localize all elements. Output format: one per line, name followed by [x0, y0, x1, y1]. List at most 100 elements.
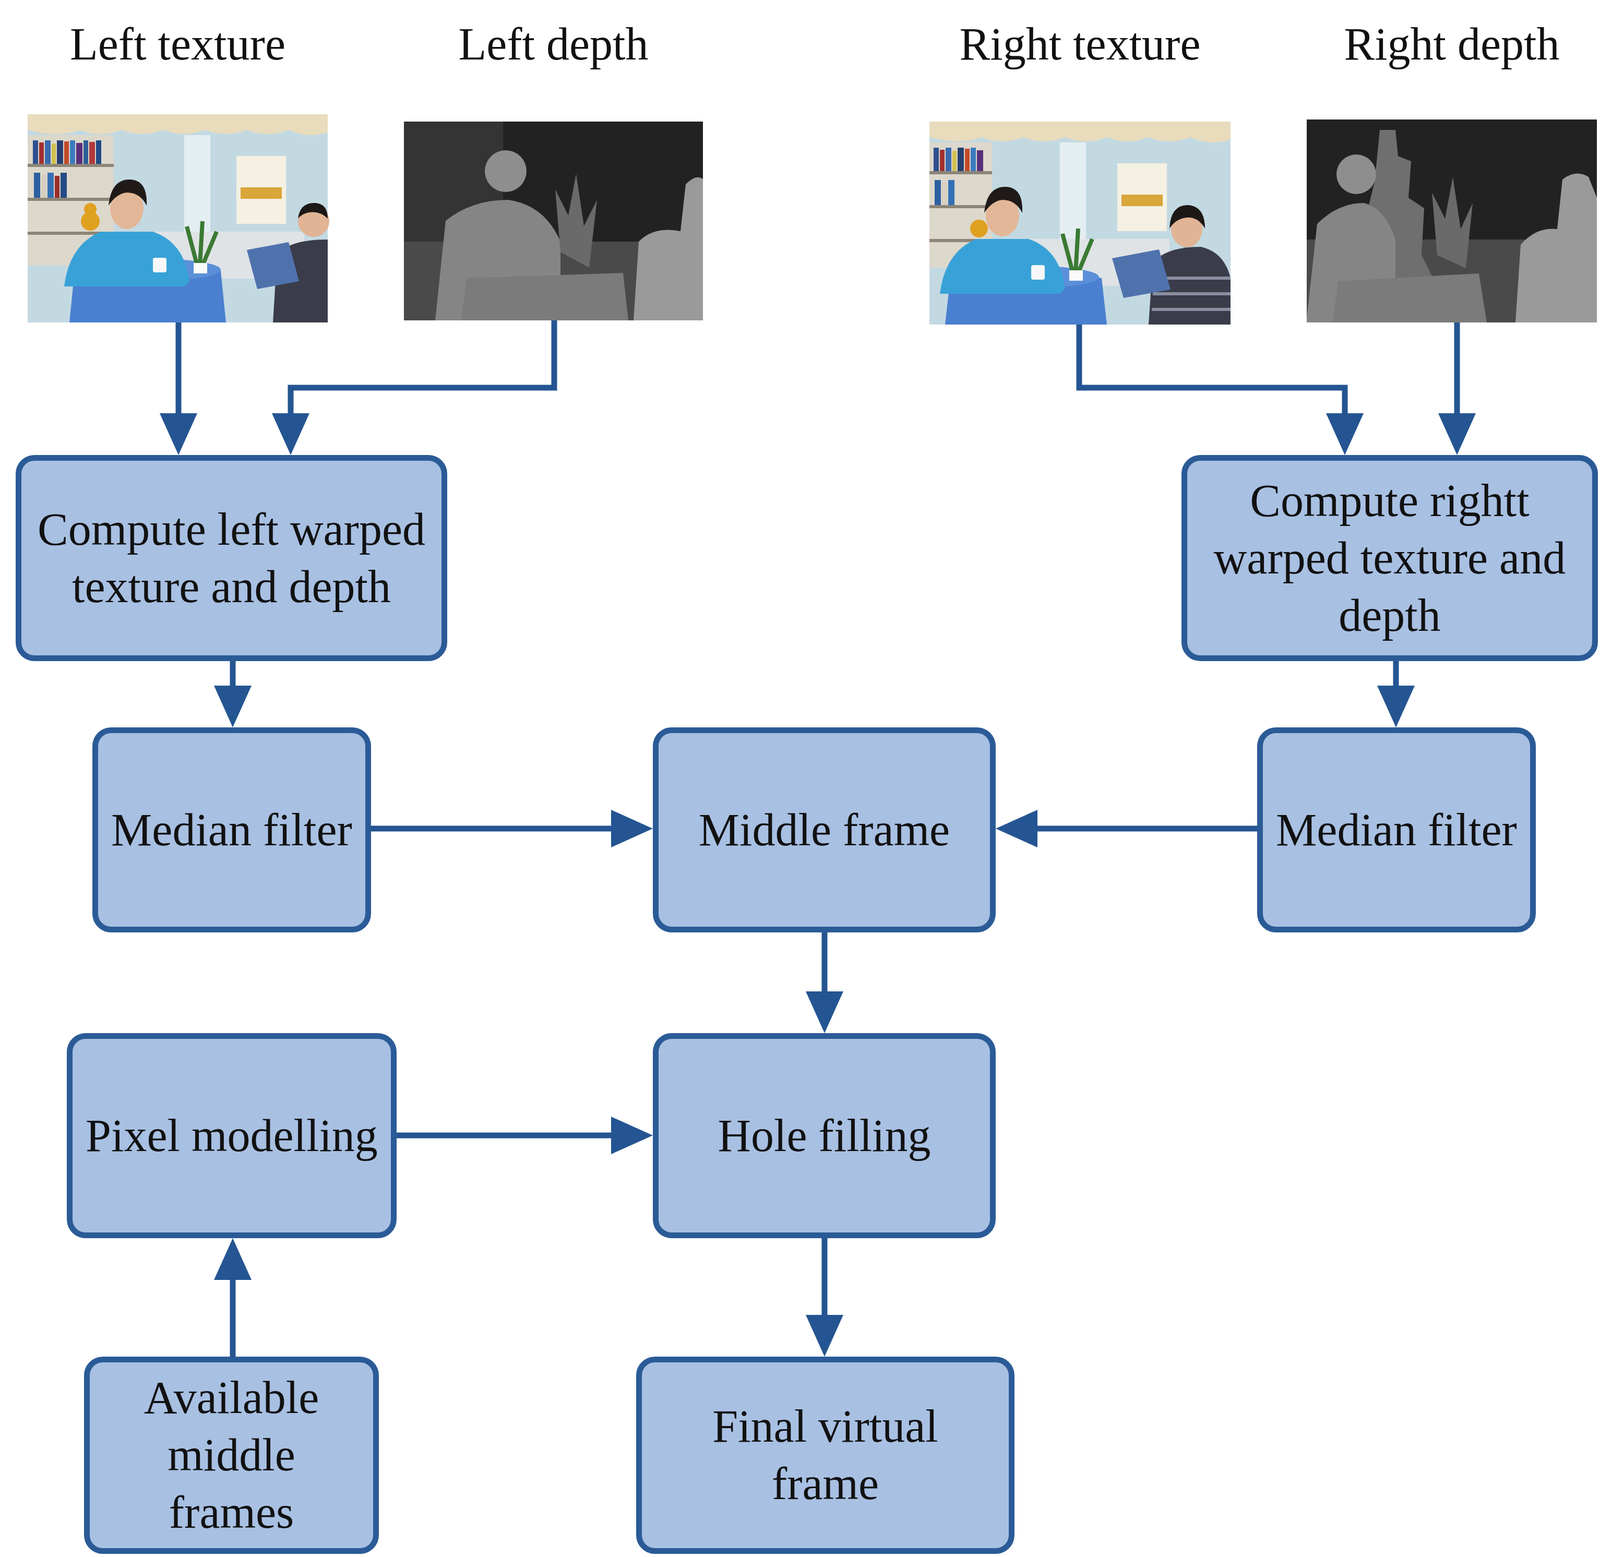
- arrow-connector: [1079, 324, 1345, 424]
- depth-map: [461, 272, 629, 321]
- image-caption: Left depth: [458, 15, 649, 74]
- depth-map: [1336, 154, 1377, 195]
- texture-photo: [957, 147, 964, 172]
- texture-photo: [33, 172, 41, 198]
- texture-photo: [1069, 270, 1083, 281]
- texture-photo: [1062, 228, 1093, 273]
- process-box: Pixel modelling: [66, 1033, 397, 1239]
- depth-map: [1306, 119, 1597, 323]
- depth-map: [403, 121, 703, 321]
- texture-photo: [939, 239, 1066, 294]
- arrow-connector: [821, 932, 828, 1002]
- image-panel: Right texture: [929, 15, 1231, 325]
- arrow-connector: [230, 661, 236, 697]
- texture-photo: [27, 197, 114, 201]
- box-label: Median filter: [111, 801, 353, 859]
- arrow-connector: [1027, 826, 1258, 832]
- texture-photo: [929, 205, 993, 209]
- texture-photo: [964, 148, 970, 172]
- texture-photo: [108, 179, 147, 206]
- texture-photo: [246, 242, 300, 290]
- box-label: Hole filling: [717, 1107, 931, 1165]
- texture-photo: [60, 172, 67, 198]
- arrow-connector: [230, 1269, 236, 1357]
- texture-photo: [47, 172, 54, 198]
- box-label: Median filter: [1275, 801, 1518, 859]
- texture-photo: [69, 140, 76, 164]
- texture-photo: [236, 156, 286, 224]
- texture-photo: [54, 175, 60, 198]
- texture-photo: [64, 231, 190, 287]
- box-label: Available middle frames: [102, 1369, 361, 1542]
- texture-photo: [39, 142, 44, 164]
- process-box: Median filter: [92, 727, 372, 933]
- texture-photo: [152, 257, 167, 273]
- texture-photo: [1117, 163, 1167, 232]
- process-box: Compute left warped texture and depth: [15, 455, 448, 662]
- texture-photo: [51, 143, 56, 164]
- texture-photo: [933, 147, 939, 172]
- arrow-connector: [821, 1238, 828, 1326]
- texture-photo: [84, 203, 97, 216]
- texture-photo: [96, 140, 102, 164]
- process-box: Available middle frames: [84, 1356, 379, 1555]
- depth-map: [1431, 176, 1473, 269]
- texture-photo: [929, 171, 993, 175]
- texture-photo: [27, 114, 328, 323]
- texture-photo: [970, 219, 988, 238]
- texture-photo: [945, 147, 952, 172]
- texture-photo: [89, 141, 95, 164]
- image-panel: Left depth: [403, 15, 703, 321]
- arrow-connector: [290, 320, 555, 424]
- texture-photo: [939, 149, 945, 172]
- texture-photo: [934, 180, 941, 206]
- texture-photo: [44, 140, 51, 164]
- texture-photo: [948, 180, 955, 206]
- box-label: Compute left warped texture and depth: [33, 500, 429, 616]
- image-caption: Right depth: [1343, 15, 1560, 74]
- process-box: Compute rightt warped texture and depth: [1181, 455, 1598, 662]
- box-label: Compute rightt warped texture and depth: [1199, 472, 1580, 645]
- texture-photo: [27, 163, 114, 167]
- process-box: Middle frame: [652, 727, 996, 933]
- texture-photo: [1112, 249, 1171, 298]
- texture-photo: [27, 114, 328, 136]
- image-panel: Left texture: [27, 15, 328, 323]
- texture-photo: [1031, 265, 1045, 280]
- texture-photo: [83, 140, 89, 164]
- image-caption: Left texture: [69, 15, 286, 74]
- texture-photo: [56, 140, 64, 164]
- texture-photo: [1121, 194, 1163, 207]
- depth-map: [1306, 119, 1597, 323]
- texture-photo: [941, 182, 948, 206]
- texture-photo: [186, 221, 217, 266]
- arrow-connector: [1393, 661, 1400, 697]
- arrow-connector: [1454, 322, 1461, 424]
- texture-photo: [984, 186, 1023, 213]
- box-label: Final virtual frame: [654, 1398, 997, 1513]
- texture-photo: [27, 114, 330, 323]
- depth-map: [555, 173, 597, 268]
- box-label: Middle frame: [698, 801, 950, 859]
- depth-map: [484, 150, 527, 193]
- texture-photo: [64, 141, 69, 164]
- texture-photo: [76, 142, 83, 164]
- texture-photo: [240, 187, 282, 199]
- arrow-connector: [175, 322, 182, 424]
- box-label: Pixel modelling: [85, 1107, 378, 1165]
- texture-photo: [1169, 205, 1205, 229]
- image-panel: Right depth: [1306, 15, 1597, 323]
- process-box: Hole filling: [652, 1033, 996, 1239]
- texture-photo: [297, 203, 328, 219]
- texture-photo: [32, 140, 39, 164]
- depth-map: [1515, 173, 1597, 323]
- depth-map: [1332, 273, 1487, 323]
- depth-map: [403, 121, 703, 321]
- arrow-connector: [371, 826, 622, 832]
- texture-photo: [952, 150, 957, 172]
- texture-photo: [929, 121, 1231, 325]
- texture-photo: [970, 147, 976, 172]
- texture-photo: [976, 150, 984, 172]
- process-box: Median filter: [1257, 727, 1536, 933]
